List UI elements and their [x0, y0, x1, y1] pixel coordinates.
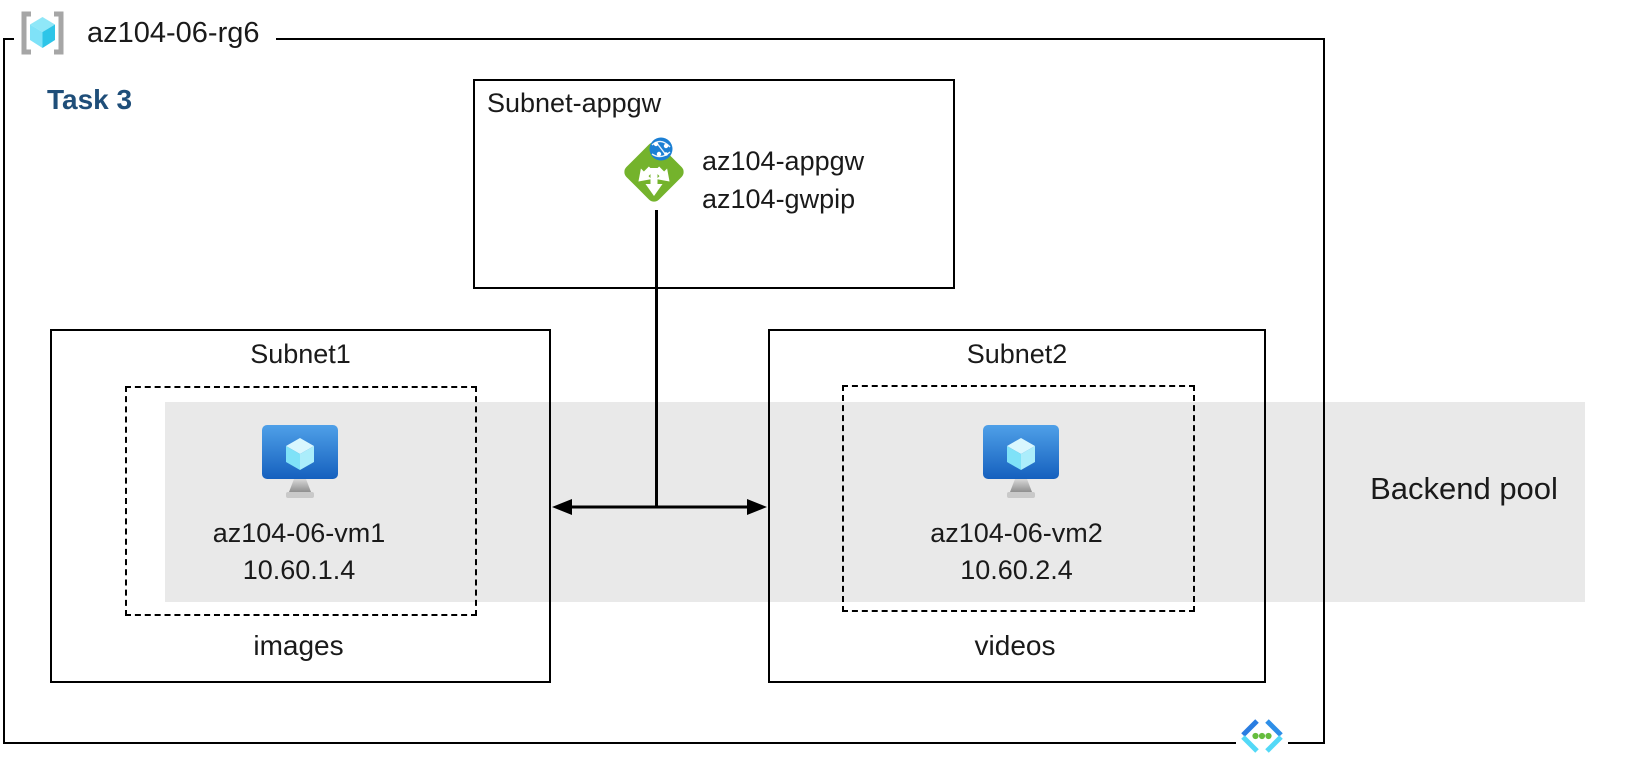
- subnet2-title: Subnet2: [966, 339, 1068, 369]
- resource-group-box: [3, 38, 1325, 744]
- appgw-subnet-title: Subnet-appgw: [487, 88, 662, 118]
- backend-pool-label: Backend pool: [1370, 471, 1558, 506]
- gateway-connector-line: [655, 210, 658, 508]
- application-gateway-icon: [624, 137, 684, 202]
- resource-group-icon: [21, 11, 64, 55]
- vm2-ip: 10.60.2.4: [960, 555, 1073, 585]
- virtual-network-icon: [1236, 716, 1288, 756]
- resource-group-header: az104-06-rg6: [14, 8, 276, 58]
- subnet2-box: Subnet2: [768, 329, 1266, 683]
- virtual-machine-icon: [983, 425, 1059, 498]
- virtual-machine-icon: [262, 425, 338, 498]
- backend-pool-band: [165, 402, 1585, 602]
- appgw-name: az104-appgw: [702, 146, 865, 176]
- subnet2-dashed-box: [842, 385, 1195, 612]
- vm1-labels: az104-06-vm1 10.60.1.4: [125, 515, 473, 589]
- subnet1-caption: images: [253, 630, 344, 661]
- subnet2-caption: videos: [974, 630, 1056, 661]
- vm1-name: az104-06-vm1: [212, 518, 386, 548]
- appgw-public-ip-name: az104-gwpip: [702, 184, 856, 214]
- subnet1-dashed-box: [125, 386, 477, 616]
- appgw-subnet-box: [473, 79, 955, 289]
- double-arrow: [552, 499, 767, 515]
- subnet1-box: Subnet1: [50, 329, 551, 683]
- resource-group-name: az104-06-rg6: [87, 16, 260, 49]
- vm2-name: az104-06-vm2: [930, 518, 1103, 548]
- task-label: Task 3: [47, 84, 133, 115]
- vm1-ip: 10.60.1.4: [242, 555, 356, 585]
- subnet1-title: Subnet1: [250, 339, 351, 369]
- appgw-labels: az104-appgw az104-gwpip: [702, 142, 864, 218]
- vm2-labels: az104-06-vm2 10.60.2.4: [842, 515, 1191, 589]
